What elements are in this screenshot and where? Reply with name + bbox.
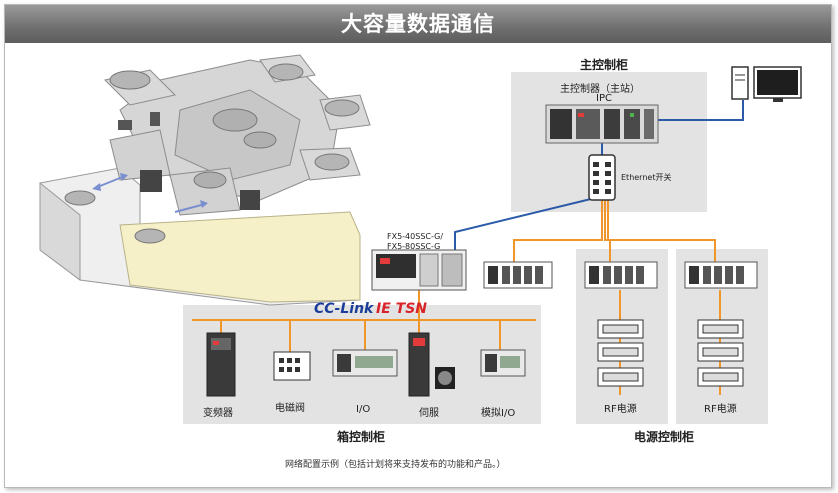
device-label-analog-io: 模拟I/O [481,408,516,419]
servo-device [408,332,455,397]
box-cabinet-title: 箱控制柜 [337,430,386,444]
device-label-solenoid: 电磁阀 [275,403,305,414]
page-title: 大容量数据通信 [341,12,495,36]
plc-model-line1: FX5-40SSC-G/ [387,232,444,241]
remote-io-module [483,261,553,289]
rf-controller-module-2 [684,261,758,289]
device-label-inverter: 变频器 [203,408,233,419]
rf-power-units [597,319,744,387]
title-banner: 大容量数据通信 [5,5,831,43]
plc-model-line2: FX5-80SSC-G [387,242,441,251]
main-cabinet-title: 主控制柜 [580,58,629,72]
ipc-label: IPC [596,93,612,104]
analog-io-device [480,349,526,377]
inverter-device [206,332,236,397]
switch-label: Ethernet开关 [621,173,672,182]
rf-controller-module-1 [584,261,658,289]
main-controller-device [545,104,659,144]
device-label-servo: 伺服 [419,408,439,419]
ethernet-links [454,100,744,250]
io-device [332,349,398,377]
ethernet-switch-icon [588,154,616,201]
rf-label-1: RF电源 [604,404,637,415]
cc-link-ie-tsn-logo: CC-Link IE TSN [314,301,427,317]
pc-icon [731,66,802,102]
plc-device [371,249,467,291]
machine-illustration [39,54,371,306]
main-controller-label: 主控制器（主站） [560,84,640,95]
footnote: 网络配置示例（包括计划将来支持发布的功能和产品。） [285,460,506,470]
solenoid-valve-device [273,351,311,381]
device-label-io: I/O [356,404,371,415]
power-cabinet-title: 电源控制柜 [634,430,695,444]
network-name-part1: CC-Link [314,301,375,317]
network-name-part2: IE TSN [376,301,427,317]
rf-label-2: RF电源 [704,404,737,415]
